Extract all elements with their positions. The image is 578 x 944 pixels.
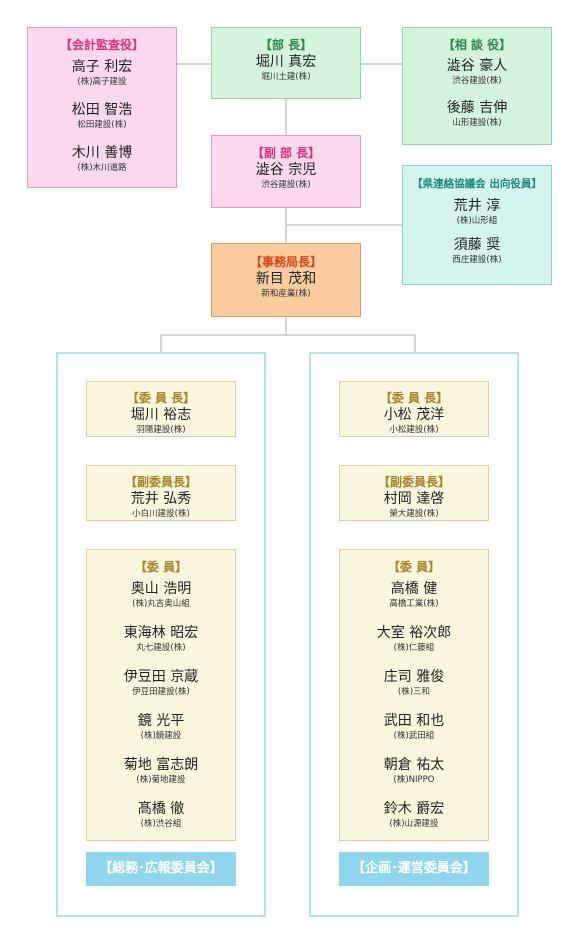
member-company: (株)丸吉奥山組 — [132, 599, 190, 609]
member-name: 鏡 光平 — [137, 713, 185, 729]
member-company: 山形建設(株) — [452, 118, 502, 128]
vice-director-company: 渋谷建設(株) — [261, 180, 311, 190]
vice-chair-name: 村岡 達啓 — [383, 491, 445, 507]
member-name: 菊地 富志朗 — [123, 757, 199, 773]
connector-line — [361, 63, 402, 65]
director-title: 【部 長】 — [259, 38, 313, 52]
vice-director-name: 澁谷 宗児 — [255, 162, 317, 178]
director-name: 堀川 真宏 — [255, 54, 317, 70]
member-company: 渋谷建設(株) — [452, 76, 502, 86]
advisors-title: 【相 談 役】 — [442, 38, 512, 52]
chair-name: 堀川 裕志 — [130, 407, 192, 423]
vice-director-title: 【副 部 長】 — [251, 146, 321, 160]
member-name: 東海林 昭宏 — [123, 625, 199, 641]
secretary-general-name: 新目 茂和 — [255, 271, 317, 287]
connector-line — [160, 334, 162, 352]
vice-chair-company: 榮大建設(株) — [389, 509, 439, 519]
member-company: (株)渋谷組 — [140, 819, 182, 829]
members-title: 【委 員】 — [387, 560, 441, 574]
member-name: 高橋 健 — [390, 581, 438, 597]
chair-box: 【委 員 長】 小松 茂洋 小松建設(株) — [339, 381, 489, 437]
member-company: 丸七建設(株) — [136, 643, 186, 653]
connector-line — [177, 63, 211, 65]
advisors-box: 【相 談 役】 澁谷 豪人 渋谷建設(株) 後藤 吉伸 山形建設(株) — [402, 27, 552, 145]
vice-chair-box: 【副委員長】 村岡 達啓 榮大建設(株) — [339, 465, 489, 521]
member-name: 須藤 奨 — [453, 237, 501, 253]
member-company: (株)仁藤組 — [393, 643, 435, 653]
member-company: (株)鏡建設 — [140, 731, 182, 741]
auditors-box: 【会計監査役】 高子 利宏 (株)高子建設 松田 智浩 松田建設(株) 木川 善… — [27, 27, 177, 188]
member-company: (株)木川道路 — [77, 163, 127, 173]
member-name: 伊豆田 京蔵 — [123, 669, 199, 685]
member-company: (株)NIPPO — [393, 775, 435, 785]
member-company: 高橋工業(株) — [389, 599, 439, 609]
chair-company: 羽陽建設(株) — [136, 425, 186, 435]
member-company: 伊豆田建設(株) — [132, 687, 190, 697]
vice-chair-box: 【副委員長】 荒井 弘秀 小白川建設(株) — [86, 465, 236, 521]
chair-title: 【委 員 長】 — [126, 391, 196, 405]
connector-line — [287, 224, 402, 226]
member-name: 武田 和也 — [383, 713, 445, 729]
member-name: 後藤 吉伸 — [446, 100, 508, 116]
member-name: 髙橋 徹 — [137, 801, 185, 817]
connector-line — [285, 208, 287, 243]
vice-chair-company: 小白川建設(株) — [132, 509, 190, 519]
member-company: (株)山形組 — [456, 216, 498, 226]
secretary-general-title: 【事務局長】 — [249, 255, 322, 269]
vice-director-box: 【副 部 長】 澁谷 宗児 渋谷建設(株) — [211, 135, 361, 208]
vice-chair-name: 荒井 弘秀 — [130, 491, 192, 507]
member-company: (株)武田組 — [393, 731, 435, 741]
member-company: 西庄建設(株) — [452, 255, 502, 265]
members-box: 【委 員】 高橋 健高橋工業(株) 大室 裕次郎 (株)仁藤組 庄司 雅俊 (株)三… — [339, 549, 489, 841]
member-company: 松田建設(株) — [77, 120, 127, 130]
chair-title: 【委 員 長】 — [379, 391, 449, 405]
member-name: 高子 利宏 — [71, 59, 133, 75]
director-company: 堀川土建(株) — [261, 72, 311, 82]
member-name: 木川 善博 — [71, 145, 133, 161]
vice-chair-title: 【副委員長】 — [124, 475, 197, 489]
committee-label: 【企画･運営委員会】 — [339, 852, 489, 886]
secretary-general-box: 【事務局長】 新目 茂和 新和産業(株) — [211, 243, 361, 317]
connector-line — [285, 317, 287, 335]
liaison-box: 【県連絡協議会 出向役員】 荒井 淳 (株)山形組 須藤 奨 西庄建設(株) — [402, 165, 552, 285]
members-box: 【委 員】 奥山 浩明 (株)丸吉奥山組 東海林 昭宏丸七建設(株) 伊豆田 京蔵… — [86, 549, 236, 841]
member-name: 鈴木 爵宏 — [383, 801, 445, 817]
connector-line — [160, 334, 416, 336]
vice-chair-title: 【副委員長】 — [377, 475, 450, 489]
member-company: (株)菊地建設 — [136, 775, 186, 785]
member-name: 澁谷 豪人 — [446, 58, 508, 74]
member-name: 奥山 浩明 — [130, 581, 192, 597]
member-name: 荒井 淳 — [453, 198, 501, 214]
auditors-title: 【会計監査役】 — [59, 38, 144, 52]
director-box: 【部 長】 堀川 真宏 堀川土建(株) — [211, 27, 361, 99]
connector-line — [414, 334, 416, 352]
member-company: (株)山源建設 — [389, 819, 439, 829]
members-title: 【委 員】 — [134, 560, 188, 574]
member-name: 大室 裕次郎 — [376, 625, 452, 641]
member-company: (株)三和 — [397, 687, 431, 697]
connector-line — [285, 99, 287, 135]
chair-box: 【委 員 長】 堀川 裕志 羽陽建設(株) — [86, 381, 236, 437]
chair-company: 小松建設(株) — [389, 425, 439, 435]
member-name: 朝倉 祐太 — [383, 757, 445, 773]
member-name: 庄司 雅俊 — [383, 669, 445, 685]
chair-name: 小松 茂洋 — [383, 407, 445, 423]
committee-label: 【総務･広報委員会】 — [86, 852, 236, 886]
liaison-title: 【県連絡協議会 出向役員】 — [412, 178, 542, 190]
member-name: 松田 智浩 — [71, 102, 133, 118]
member-company: (株)高子建設 — [77, 77, 127, 87]
secretary-general-company: 新和産業(株) — [261, 289, 311, 299]
